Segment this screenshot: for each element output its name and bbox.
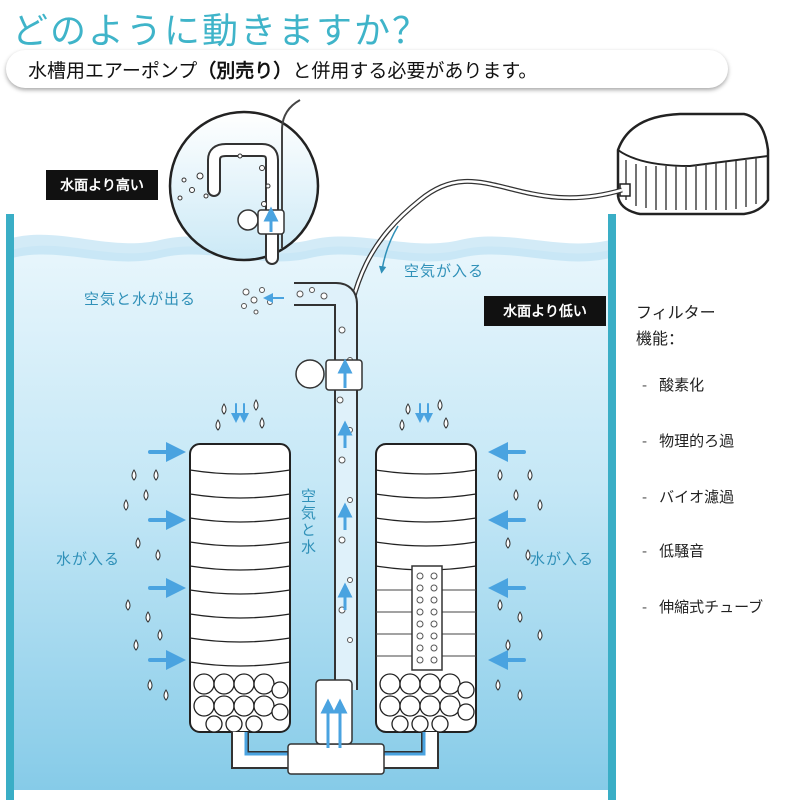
subtitle-text: 水槽用エアーポンプ <box>28 59 198 82</box>
label-air-in: 空気が入る <box>404 262 485 280</box>
left-sponge-filter <box>189 443 291 733</box>
water-in-arrows-right <box>488 442 526 670</box>
label-air-and-water: 空気と水 <box>299 488 317 556</box>
subtitle-banner: 水槽用エアーポンプ （別売り） と併用する必要があります。 <box>6 50 728 88</box>
label-above-water: 水面より高い <box>46 170 158 200</box>
tank-wall-left <box>6 214 14 800</box>
feature-item: 酸素化 <box>642 374 704 395</box>
tank-wall-right <box>608 214 616 800</box>
water-in-arrows-top <box>231 403 433 423</box>
label-below-water: 水面より低い <box>484 296 606 326</box>
zoom-air-line <box>281 99 301 248</box>
air-pump <box>616 112 770 216</box>
water-surface-wave <box>12 234 610 262</box>
label-air-water-out: 空気と水が出る <box>84 290 197 308</box>
feature-item: 伸縮式チューブ <box>642 596 763 617</box>
feature-item: 低騒音 <box>642 540 704 561</box>
water-in-arrows-left <box>148 442 186 670</box>
feature-item: バイオ濾過 <box>642 486 734 507</box>
zoom-bubbles <box>177 153 271 207</box>
feature-item: 物理的ろ過 <box>642 430 734 451</box>
features-panel: フィルター 機能： 酸素化 物理的ろ過 バイオ濾過 低騒音 伸縮式チューブ <box>636 300 796 616</box>
label-water-in-left: 水が入る <box>56 550 121 568</box>
subtitle-bold: （別売り） <box>197 59 293 82</box>
zoom-circle <box>168 110 320 262</box>
water-droplets <box>123 399 543 701</box>
air-in-arrow <box>378 225 399 274</box>
label-water-in-right: 水が入る <box>530 550 595 568</box>
subtitle-text-end: と併用する必要があります。 <box>292 59 538 82</box>
suction-cup <box>295 359 325 389</box>
base-pipe <box>231 679 439 775</box>
features-heading: フィルター 機能： <box>636 303 716 348</box>
inner-strainer <box>411 565 443 671</box>
page-title: どのように動きますか？ <box>12 11 431 52</box>
right-sponge-filter <box>375 443 477 733</box>
zoom-suction-cup <box>237 209 259 231</box>
